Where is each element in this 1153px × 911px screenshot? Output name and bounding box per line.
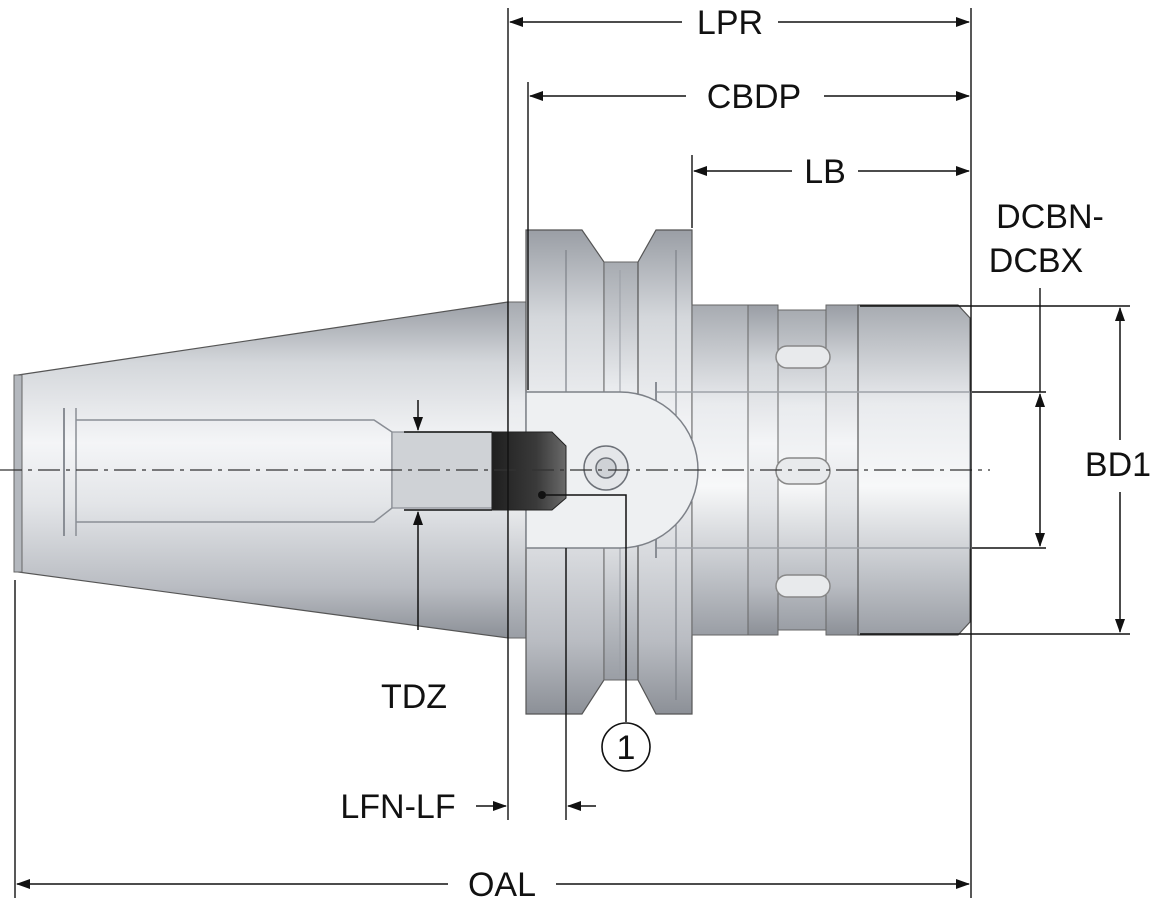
dim-lpr: LPR (509, 4, 970, 42)
label-tdz: TDZ (381, 678, 447, 716)
dim-lfn-lf: LFN-LF (340, 788, 596, 826)
extension-lines (14, 8, 1130, 898)
label-bd1: BD1 (1085, 446, 1151, 484)
dim-tdz: TDZ (381, 400, 447, 716)
label-dcbn: DCBN- (996, 198, 1104, 236)
dim-lb: LB (693, 153, 970, 191)
dim-bd1: BD1 (1085, 307, 1151, 633)
label-cbdp: CBDP (707, 78, 801, 116)
callout-1: 1 (538, 491, 651, 772)
dim-cbdp: CBDP (529, 78, 970, 116)
label-lb: LB (804, 153, 846, 191)
label-oal: OAL (468, 866, 536, 904)
callout-number: 1 (617, 729, 636, 767)
label-lpr: LPR (697, 4, 763, 42)
dim-dcbn-dcbx: DCBN- DCBX (989, 198, 1104, 547)
label-dcbx: DCBX (989, 242, 1083, 280)
label-lfn-lf: LFN-LF (340, 788, 455, 826)
callout-circle (601, 722, 651, 772)
dim-oal: OAL (16, 866, 970, 904)
